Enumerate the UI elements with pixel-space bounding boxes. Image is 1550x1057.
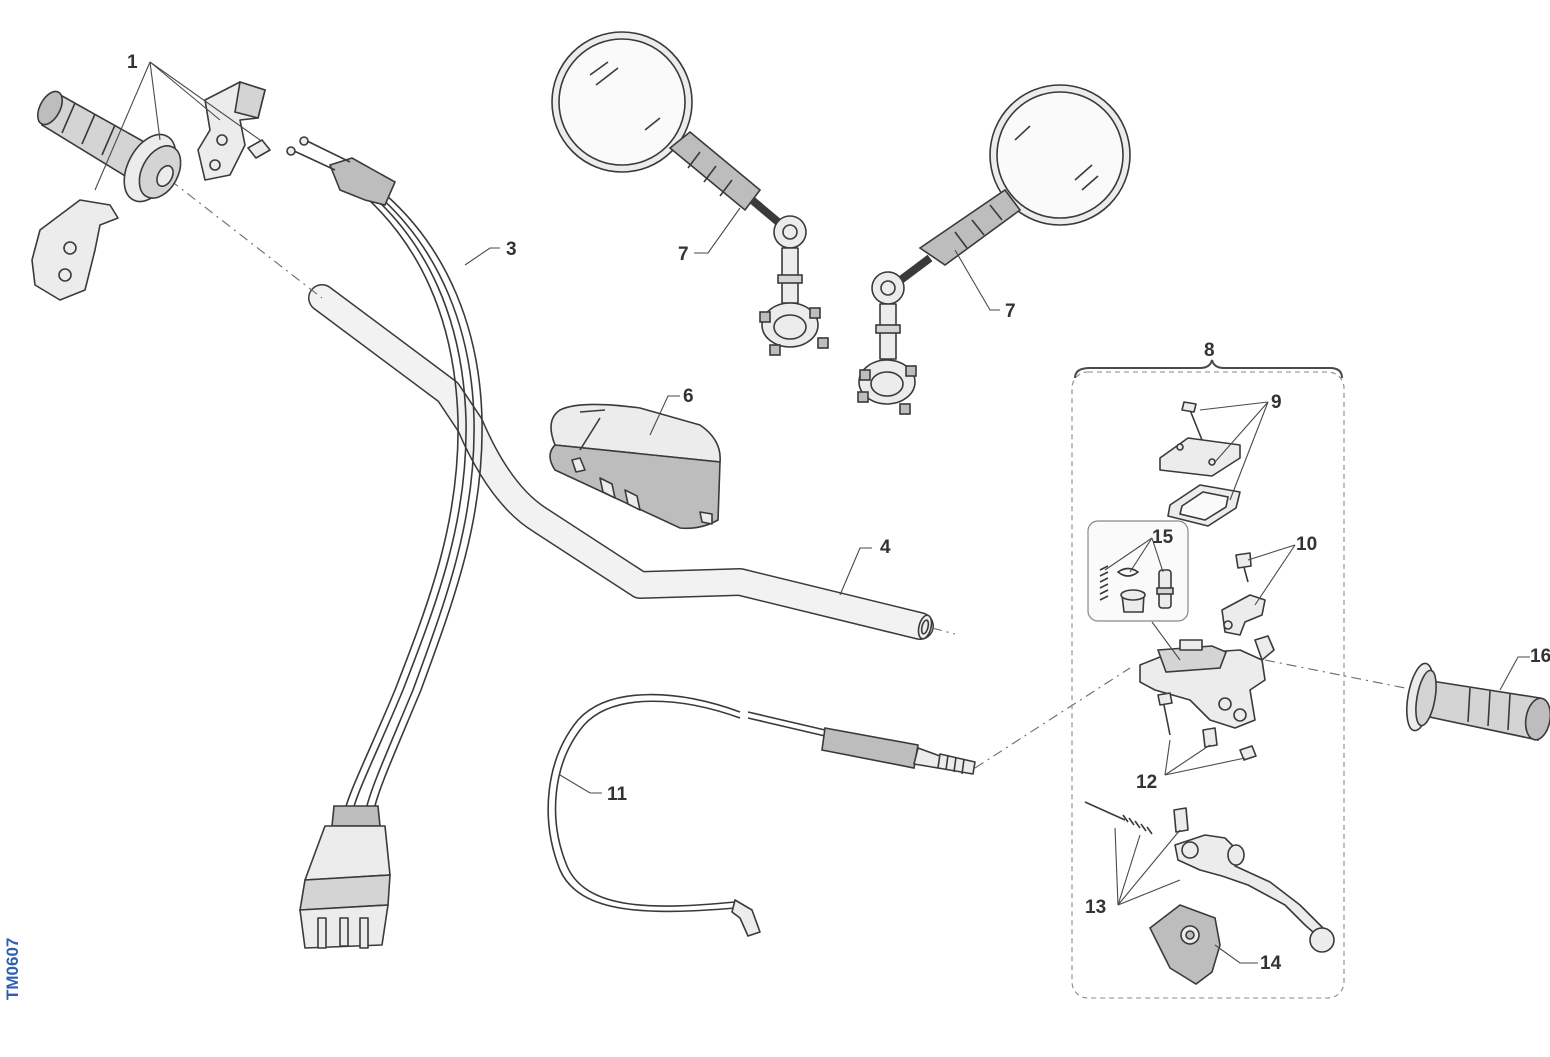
clutch-cable bbox=[547, 693, 976, 937]
callout-10: 10 bbox=[1296, 534, 1317, 555]
callout-7-right: 7 bbox=[1005, 301, 1016, 322]
callout-1: 1 bbox=[127, 52, 138, 73]
callout-16: 16 bbox=[1530, 646, 1550, 667]
assembly-box-8 bbox=[1071, 359, 1345, 999]
callout-8: 8 bbox=[1204, 340, 1215, 361]
throttle-grip-assembly bbox=[31, 80, 271, 301]
mirror-right bbox=[857, 84, 1131, 415]
left-grip bbox=[1405, 662, 1550, 741]
callout-15: 15 bbox=[1152, 527, 1174, 548]
callout-11: 11 bbox=[607, 784, 628, 805]
callout-9: 9 bbox=[1271, 392, 1282, 413]
callout-6: 6 bbox=[683, 386, 694, 407]
alignment-lines bbox=[169, 179, 1416, 769]
handlebar-pad bbox=[549, 403, 721, 530]
lever-guard bbox=[1148, 904, 1221, 985]
handlebar bbox=[308, 284, 934, 640]
parts-box-15 bbox=[1087, 520, 1189, 622]
reservoir-cap bbox=[1159, 401, 1241, 527]
callout-13: 13 bbox=[1085, 897, 1106, 918]
clutch-lever bbox=[1084, 801, 1335, 953]
callout-3: 3 bbox=[506, 239, 517, 260]
callout-7-left: 7 bbox=[678, 244, 689, 265]
reference-code: TM0607 bbox=[3, 938, 22, 1000]
callout-12: 12 bbox=[1136, 772, 1157, 793]
callout-4: 4 bbox=[880, 537, 891, 558]
throttle-cables bbox=[286, 136, 483, 949]
mirror-left bbox=[551, 31, 829, 356]
leader-lines bbox=[94, 61, 1530, 964]
callouts: 1 3 4 6 7 7 8 9 10 11 12 13 14 15 16 bbox=[127, 52, 1550, 974]
callout-14: 14 bbox=[1260, 953, 1282, 974]
